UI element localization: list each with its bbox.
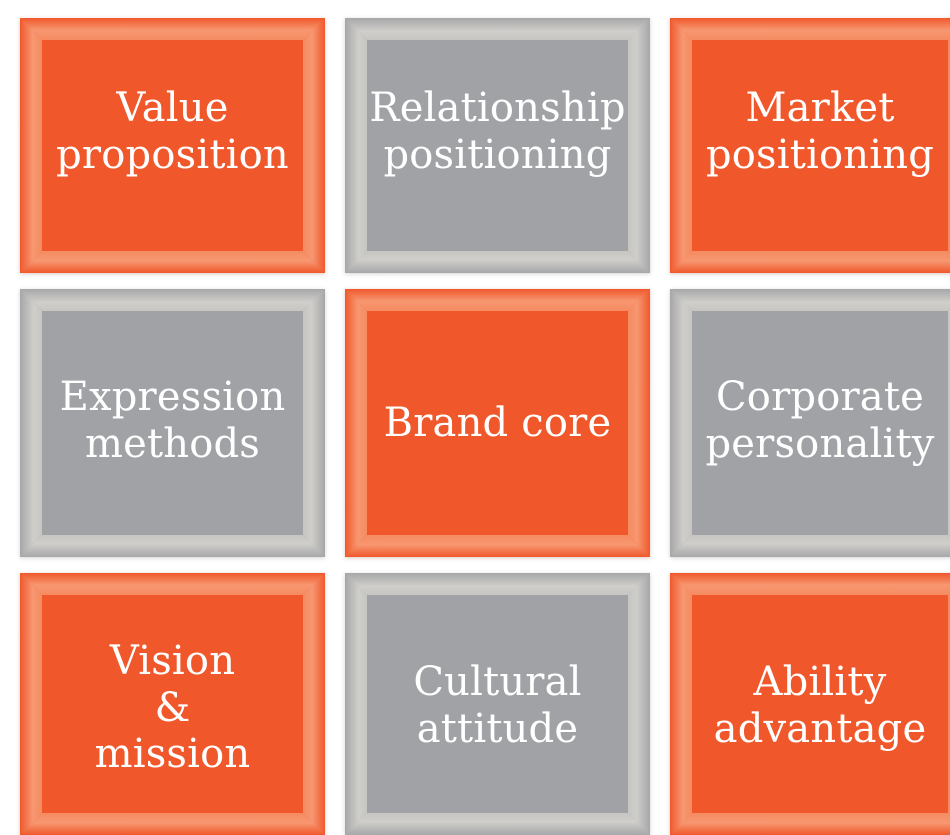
card-inner-panel: Value proposition bbox=[42, 40, 303, 251]
card-inner-panel: Corporate personality bbox=[692, 311, 948, 535]
matrix-cell-market-positioning[interactable]: Market positioning bbox=[670, 18, 950, 273]
matrix-cell-corporate-personality[interactable]: Corporate personality bbox=[670, 289, 950, 557]
card-inner-panel: Relationship positioning bbox=[367, 40, 628, 251]
matrix-cell-cultural-attitude[interactable]: Cultural attitude bbox=[345, 573, 650, 835]
matrix-cell-label: Ability advantage bbox=[713, 659, 927, 752]
matrix-cell-vision-and-mission[interactable]: Vision & mission bbox=[20, 573, 325, 835]
card-inner-panel: Vision & mission bbox=[42, 595, 303, 813]
matrix-cell-value-proposition[interactable]: Value proposition bbox=[20, 18, 325, 273]
matrix-cell-label: Cultural attitude bbox=[413, 659, 582, 752]
card-inner-panel: Market positioning bbox=[692, 40, 948, 251]
matrix-cell-expression-methods[interactable]: Expression methods bbox=[20, 289, 325, 557]
card-inner-panel: Ability advantage bbox=[692, 595, 948, 813]
matrix-cell-relationship-positioning[interactable]: Relationship positioning bbox=[345, 18, 650, 273]
matrix-cell-label: Vision & mission bbox=[94, 637, 251, 778]
card-inner-panel: Cultural attitude bbox=[367, 595, 628, 813]
card-inner-panel: Expression methods bbox=[42, 311, 303, 535]
matrix-cell-ability-advantage[interactable]: Ability advantage bbox=[670, 573, 950, 835]
matrix-cell-label: Relationship positioning bbox=[369, 84, 626, 178]
matrix-cell-brand-core[interactable]: Brand core bbox=[345, 289, 650, 557]
card-inner-panel: Brand core bbox=[367, 311, 628, 535]
matrix-cell-label: Brand core bbox=[383, 399, 612, 446]
matrix-cell-label: Expression methods bbox=[59, 374, 286, 467]
matrix-cell-label: Corporate personality bbox=[705, 374, 935, 467]
matrix-cell-label: Value proposition bbox=[56, 84, 289, 178]
matrix-cell-label: Market positioning bbox=[705, 84, 935, 178]
